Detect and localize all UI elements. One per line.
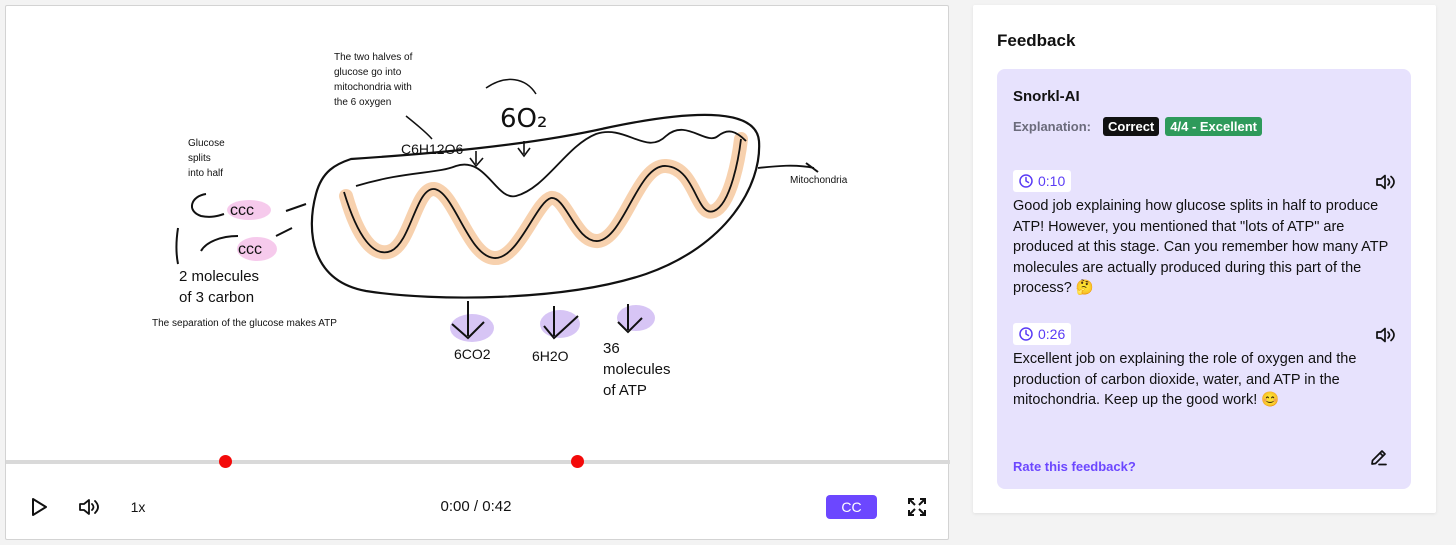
speaker-icon [1376,327,1395,343]
play-button[interactable] [28,496,50,518]
clock-icon [1019,327,1033,341]
timeline-marker-1[interactable] [219,455,232,468]
current-time: 0:00 [440,498,470,515]
speed-button[interactable]: 1x [130,499,146,515]
clock-icon [1019,174,1033,188]
note-mitochondria: Mitochondria [790,175,848,186]
timestamp-chip-2[interactable]: 0:26 [1013,323,1072,345]
captions-button[interactable]: CC [826,495,877,519]
correct-badge: Correct [1103,117,1160,136]
note-h2o: 6H2O [532,348,569,364]
timeline-scrubber[interactable] [6,455,950,468]
explanation-row: Explanation: Correct 4/4 - Excellent [1013,117,1262,136]
note-oxygen: 6O₂ [500,104,548,134]
score-badge: 4/4 - Excellent [1165,117,1262,136]
volume-button[interactable] [76,496,102,518]
feedback-author: Snorkl-AI [1013,88,1080,105]
speaker-icon [1376,174,1395,190]
play-icon [32,498,47,516]
timestamp-chip-1[interactable]: 0:10 [1013,170,1072,192]
rate-feedback-link[interactable]: Rate this feedback? [1013,459,1136,474]
feedback-title: Feedback [997,31,1076,50]
timestamp-text: 0:10 [1038,173,1066,189]
fullscreen-icon [908,498,926,516]
note-co2: 6CO2 [454,346,491,362]
volume-icon [79,499,99,515]
edit-icon [1371,450,1387,466]
time-separator: / [473,498,479,515]
speaker-button-2[interactable] [1375,326,1397,344]
note-molecules: 2 molecules of 3 carbon [179,268,260,306]
whiteboard-canvas: ccc ccc The two halves of glucose go int… [6,6,950,462]
timeline-marker-2[interactable] [571,455,584,468]
fullscreen-button[interactable] [906,496,928,518]
video-player[interactable]: ccc ccc The two halves of glucose go int… [5,5,950,540]
note-atp: 36 molecules of ATP [603,340,671,399]
svg-text:ccc: ccc [238,241,262,258]
svg-text:ccc: ccc [230,202,254,219]
note-formula: C6H12O6 [401,141,464,157]
drawing: ccc ccc [175,78,819,342]
note-two-halves: The two halves of glucose go into mitoch… [334,52,413,108]
explanation-label: Explanation: [1013,119,1092,134]
total-time: 0:42 [482,498,512,515]
note-separation: The separation of the glucose makes ATP [152,318,337,329]
timestamp-text: 0:26 [1038,326,1066,342]
feedback-card: Snorkl-AI Explanation: Correct 4/4 - Exc… [997,69,1411,489]
feedback-text-1: Good job explaining how glucose splits i… [1013,198,1389,296]
time-display: 0:00 / 0:42 [406,498,546,515]
feedback-text-2: Excellent job on explaining the role of … [1013,351,1357,408]
player-controls: 1x 0:00 / 0:42 CC [6,484,950,530]
feedback-panel: Feedback Snorkl-AI Explanation: Correct … [973,5,1436,513]
edit-button[interactable] [1369,447,1389,467]
speaker-button-1[interactable] [1375,173,1397,191]
note-glucose-splits: Glucose splits into half [188,138,225,179]
